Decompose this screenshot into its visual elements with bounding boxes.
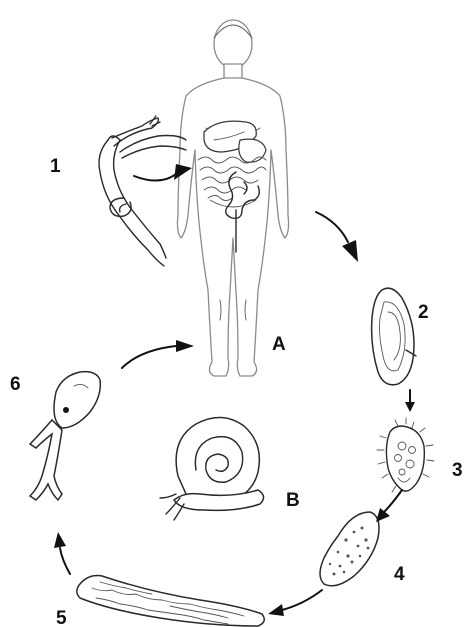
arrow-sporocyst-to-cercaria: [268, 590, 322, 616]
sporocyst-icon: [320, 512, 379, 586]
human-figure: [177, 20, 288, 376]
adult-worm-pair-icon: [99, 116, 186, 266]
cercaria-icon: [77, 576, 264, 627]
stage-label-4: 4: [394, 564, 405, 585]
host-label-a: A: [272, 334, 286, 355]
stage-label-1: 1: [50, 156, 61, 177]
stage-label-2: 2: [418, 302, 429, 323]
arrow-miracidium-to-sporocyst: [376, 490, 402, 522]
snail-icon: [160, 417, 264, 520]
arrow-egg-to-miracidium: [405, 390, 415, 412]
stage-label-3: 3: [452, 460, 463, 481]
arrow-forked-to-host: [122, 340, 194, 368]
stage-label-5: 5: [56, 608, 67, 627]
egg-icon: [372, 288, 416, 385]
miracidium-icon: [377, 418, 434, 492]
stage-label-6: 6: [10, 374, 21, 395]
arrow-host-to-egg: [316, 212, 358, 262]
forked-tail-cercaria-icon: [30, 372, 100, 500]
arrow-cercaria-to-forked: [54, 532, 70, 574]
host-label-b: B: [286, 490, 300, 511]
